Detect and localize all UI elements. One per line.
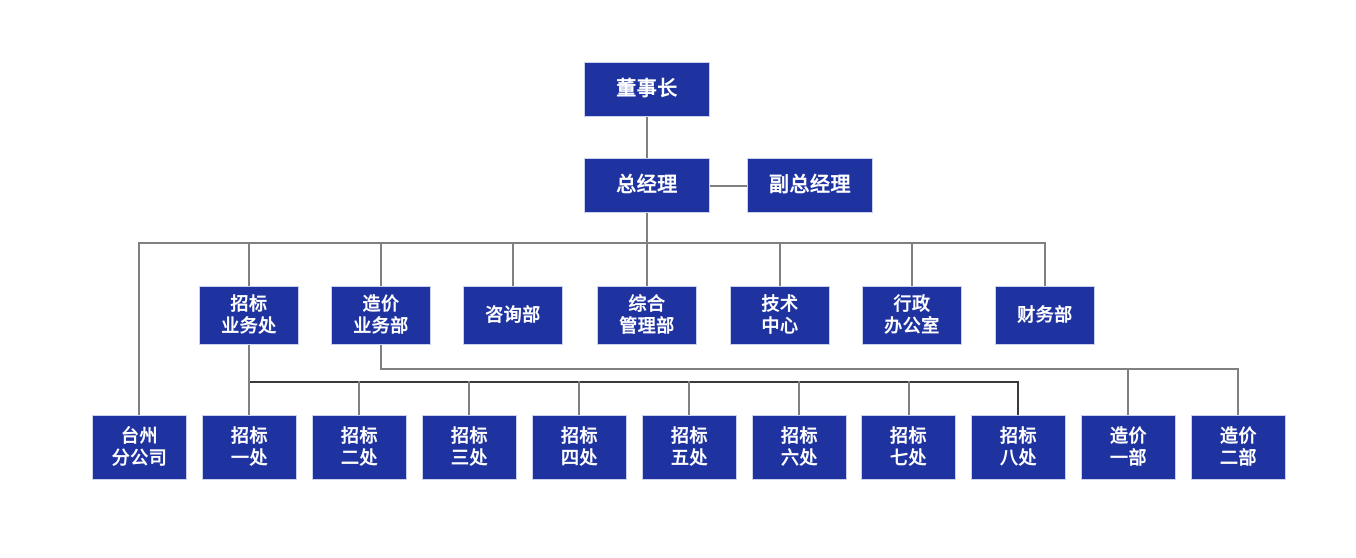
node-bidding-unit-3[interactable]: 招标 三处 — [422, 415, 517, 480]
connector-chairman-to-gm — [646, 117, 648, 158]
connector-cost-dept-down — [380, 345, 382, 370]
node-cost-unit-1[interactable]: 造价 一部 — [1081, 415, 1176, 480]
node-bidding-unit-4[interactable]: 招标 四处 — [532, 415, 627, 480]
connector-bidding-dept-down — [248, 345, 250, 383]
node-technology-center[interactable]: 技术 中心 — [730, 286, 830, 345]
connector-drop-bidding-unit-1 — [248, 381, 250, 415]
connector-drop-finance-dept — [1044, 242, 1046, 286]
connector-drop-tech-center — [779, 242, 781, 286]
connector-drop-bidding-dept — [248, 242, 250, 286]
connector-level3-bus — [138, 242, 1046, 244]
connector-drop-bidding-unit-7 — [908, 381, 910, 415]
connector-drop-bidding-unit-2 — [358, 381, 360, 415]
node-consulting-dept[interactable]: 咨询部 — [463, 286, 563, 345]
connector-drop-bidding-unit-8 — [1017, 381, 1019, 415]
connector-drop-bidding-unit-5 — [688, 381, 690, 415]
node-cost-unit-2[interactable]: 造价 二部 — [1191, 415, 1286, 480]
node-taizhou-branch[interactable]: 台州 分公司 — [92, 415, 187, 480]
connector-drop-cost-unit-2 — [1237, 368, 1239, 415]
node-bidding-unit-8[interactable]: 招标 八处 — [971, 415, 1066, 480]
node-bidding-unit-5[interactable]: 招标 五处 — [642, 415, 737, 480]
node-bidding-unit-7[interactable]: 招标 七处 — [861, 415, 956, 480]
connector-drop-admin-office — [911, 242, 913, 286]
connector-bidding-bus — [248, 381, 1019, 383]
connector-drop-cost-dept — [380, 242, 382, 286]
node-bidding-unit-1[interactable]: 招标 一处 — [202, 415, 297, 480]
node-general-management-dept[interactable]: 综合 管理部 — [597, 286, 697, 345]
node-chairman[interactable]: 董事长 — [584, 62, 710, 117]
connector-drop-bidding-unit-3 — [468, 381, 470, 415]
connector-gm-down — [646, 213, 648, 243]
connector-drop-taizhou-branch — [138, 242, 140, 415]
node-administrative-office[interactable]: 行政 办公室 — [862, 286, 962, 345]
node-bidding-unit-6[interactable]: 招标 六处 — [752, 415, 847, 480]
connector-drop-bidding-unit-4 — [578, 381, 580, 415]
connector-drop-bidding-unit-6 — [798, 381, 800, 415]
connector-drop-cost-unit-1 — [1127, 368, 1129, 415]
node-bidding-business-dept[interactable]: 招标 业务处 — [199, 286, 299, 345]
connector-gm-to-deputy — [710, 185, 747, 187]
node-general-manager[interactable]: 总经理 — [584, 158, 710, 213]
node-finance-dept[interactable]: 财务部 — [995, 286, 1095, 345]
node-deputy-general-manager[interactable]: 副总经理 — [747, 158, 873, 213]
connector-cost-bus — [380, 368, 1239, 370]
node-bidding-unit-2[interactable]: 招标 二处 — [312, 415, 407, 480]
node-cost-business-dept[interactable]: 造价 业务部 — [331, 286, 431, 345]
connector-drop-consulting-dept — [512, 242, 514, 286]
connector-drop-general-mgmt-dept — [646, 242, 648, 286]
